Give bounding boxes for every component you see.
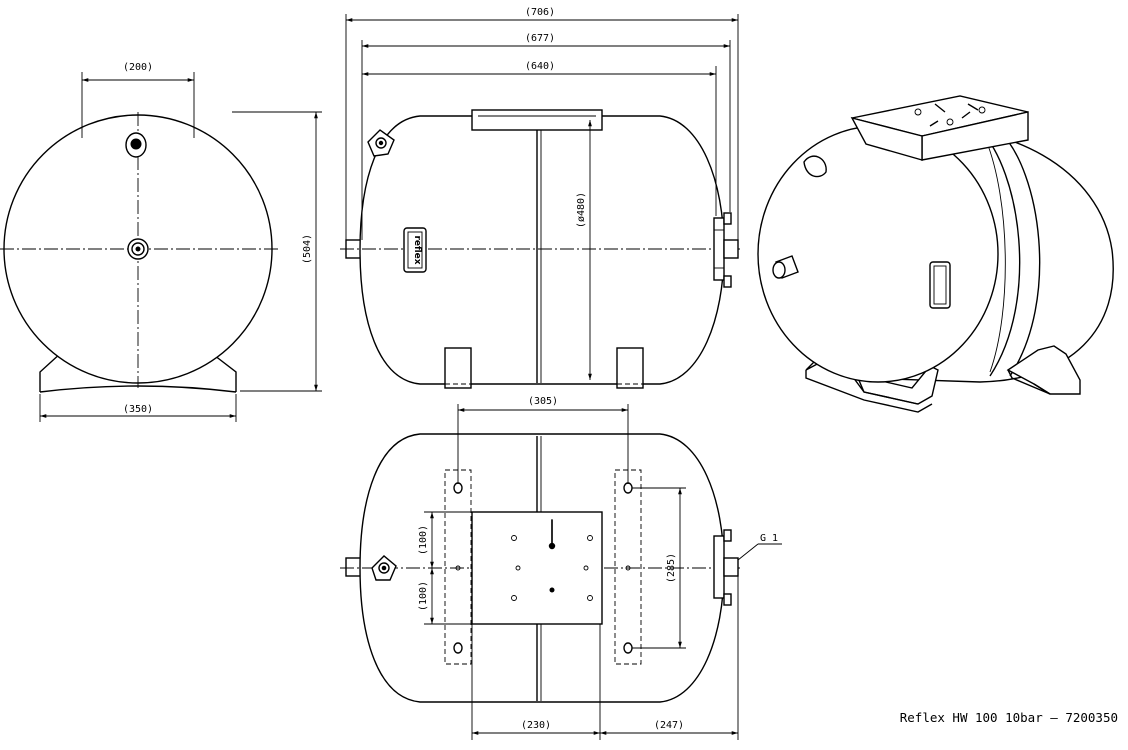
dim-front-body: (640) <box>525 61 555 72</box>
svg-text:reflex: reflex <box>412 235 422 264</box>
dim-front-body-nipple: (677) <box>525 33 555 44</box>
thread-label: G 1 <box>760 533 778 544</box>
plan-view: G 1 (305) (100) (100) (285) (230) (247) <box>340 396 782 740</box>
dim-front-diameter: (ø480) <box>576 192 587 228</box>
dim-side-top-width: (200) <box>123 62 153 73</box>
dim-plan-right-offset: (247) <box>654 720 684 731</box>
side-connection-icon <box>127 238 149 260</box>
front-view: reflex (706) (677) (640) <box>340 7 740 389</box>
top-fitting-icon <box>125 132 147 158</box>
slot-cluster-upper <box>511 517 593 550</box>
iso-air-valve-icon <box>803 155 827 178</box>
dim-plan-upper-offset: (100) <box>418 525 429 555</box>
iso-nipple-icon <box>772 255 799 279</box>
iso-bracket <box>850 95 1029 161</box>
iso-foot-right <box>1006 345 1081 395</box>
dim-side-height: (504) <box>302 234 313 264</box>
dim-plan-hole-spacing: (285) <box>666 553 677 583</box>
side-view: (200) (504) (350) <box>0 62 322 422</box>
dim-plan-feet-spacing: (305) <box>528 396 558 407</box>
dim-side-base-width: (350) <box>123 404 153 415</box>
plan-air-valve-icon <box>371 555 397 581</box>
iso-reflex-badge-icon <box>929 261 951 309</box>
dim-front-overall: (706) <box>525 7 555 18</box>
drawing-title: Reflex HW 100 10bar – 7200350 <box>900 710 1118 725</box>
dim-plan-lower-offset: (100) <box>418 581 429 611</box>
foot-holes <box>453 482 633 654</box>
reflex-badge-icon: reflex <box>403 227 427 273</box>
air-valve-icon <box>367 129 395 157</box>
dim-plan-left-offset: (230) <box>521 720 551 731</box>
isometric-view <box>757 95 1114 413</box>
slot-cluster-lower <box>511 587 593 619</box>
